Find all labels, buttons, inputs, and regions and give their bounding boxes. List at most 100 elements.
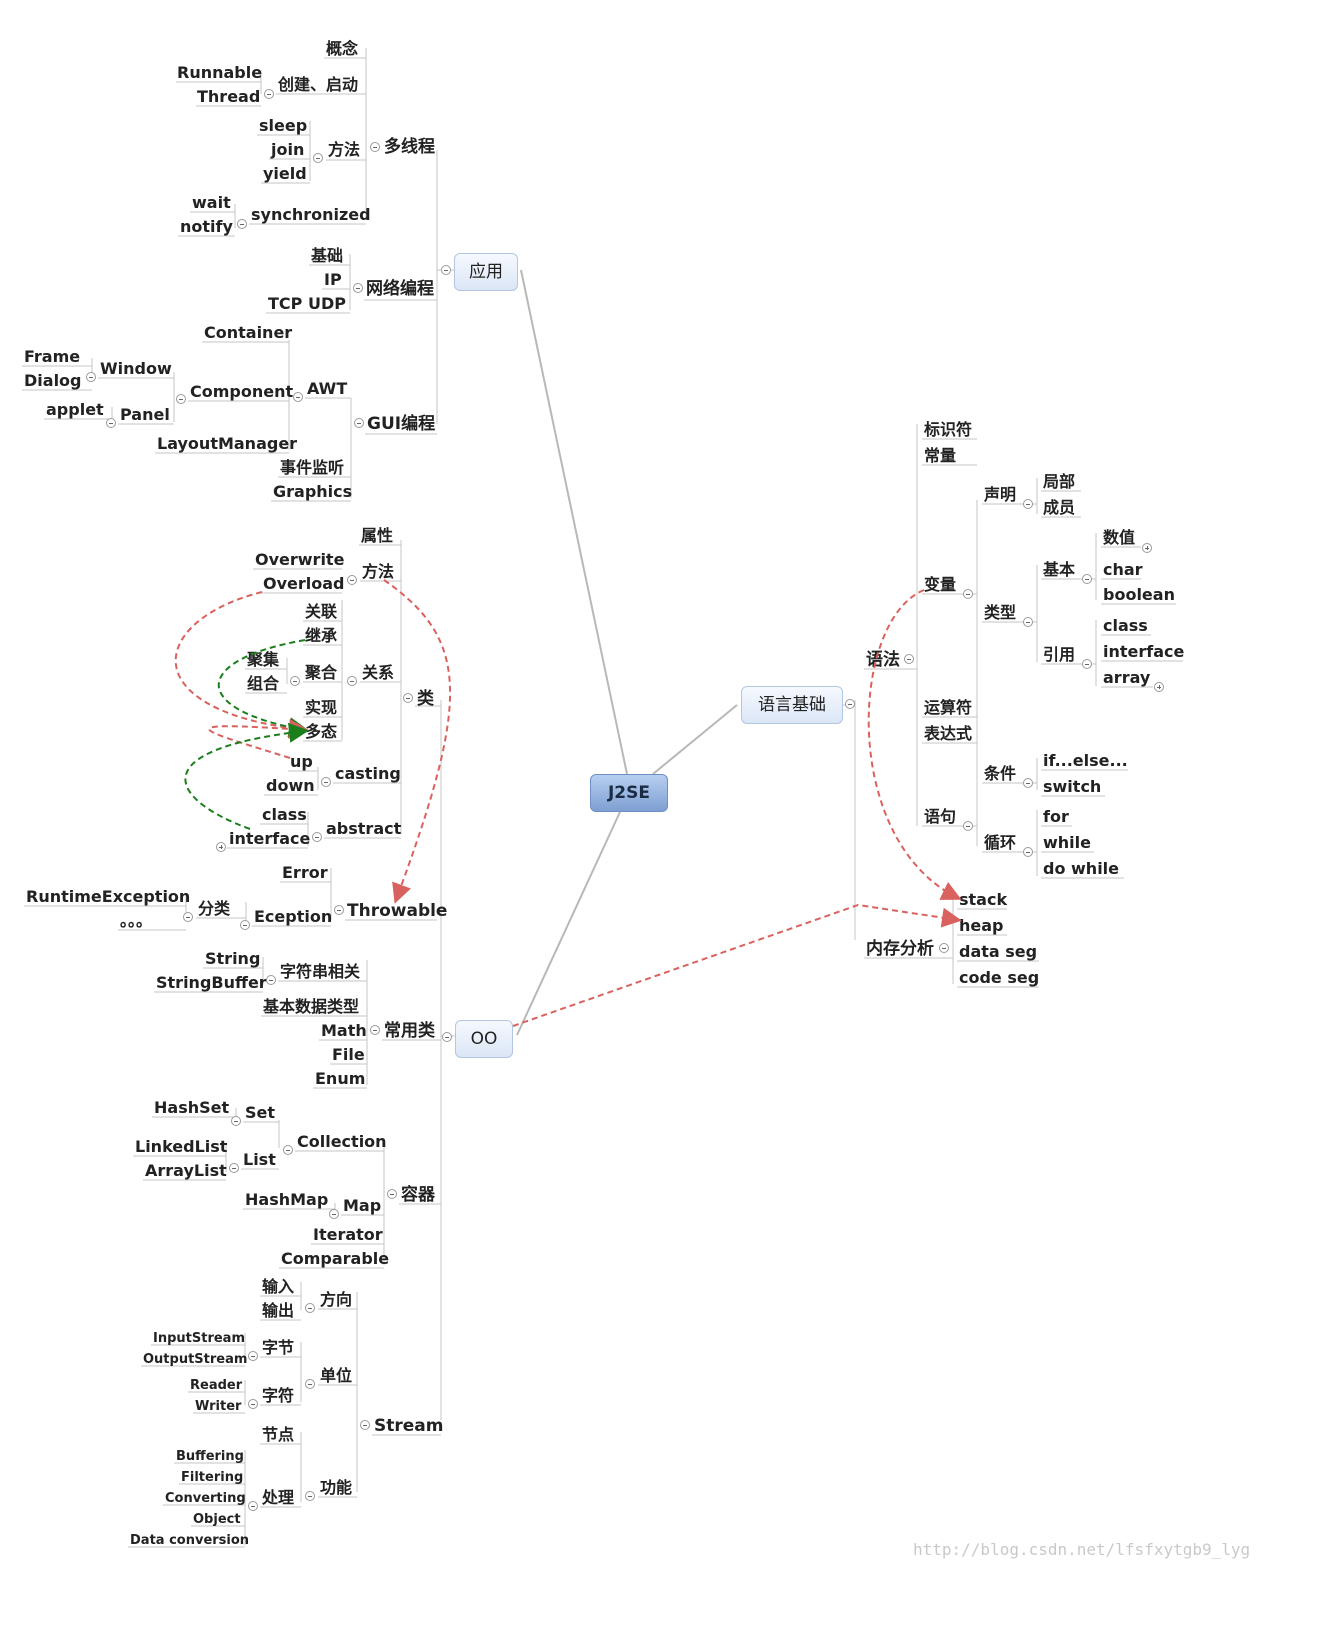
node-wait[interactable]: wait	[192, 193, 231, 212]
node-collection[interactable]: Collection	[297, 1132, 387, 1151]
node-arraylist[interactable]: ArrayList	[145, 1161, 227, 1180]
collapse-toggle-relation[interactable]	[347, 676, 357, 686]
collapse-toggle-stream[interactable]	[360, 1420, 370, 1430]
branch-language-basics[interactable]: 语言基础	[741, 686, 843, 724]
node-runnable[interactable]: Runnable	[177, 63, 263, 82]
node-math[interactable]: Math	[321, 1021, 367, 1040]
node-primitive-types[interactable]: 基本数据类型	[263, 997, 360, 1016]
collapse-toggle-statement[interactable]	[963, 821, 973, 831]
collapse-toggle-casting[interactable]	[321, 777, 331, 787]
node-abstract-class[interactable]: class	[262, 805, 307, 824]
node-polymorphism[interactable]: 多态	[305, 722, 338, 741]
node-downcast[interactable]: down	[266, 776, 315, 795]
node-direction[interactable]: 方向	[320, 1290, 353, 1309]
node-reference[interactable]: 引用	[1043, 645, 1076, 664]
node-ip[interactable]: IP	[324, 270, 342, 289]
node-while[interactable]: while	[1043, 833, 1091, 852]
node-linkedlist[interactable]: LinkedList	[135, 1137, 228, 1156]
node-buffering[interactable]: Buffering	[176, 1449, 244, 1464]
node-array-type[interactable]: array	[1103, 668, 1151, 687]
node-applet[interactable]: applet	[46, 400, 104, 419]
node-window[interactable]: Window	[100, 359, 172, 378]
node-object-stream[interactable]: Object	[193, 1512, 241, 1527]
node-switch[interactable]: switch	[1043, 777, 1102, 796]
node-stringbuffer[interactable]: StringBuffer	[156, 973, 267, 992]
node-for[interactable]: for	[1043, 807, 1069, 826]
node-dialog[interactable]: Dialog	[24, 371, 82, 390]
collapse-toggle-function[interactable]	[305, 1491, 315, 1501]
node-upcast[interactable]: up	[290, 752, 313, 771]
node-if-else[interactable]: if...else...	[1043, 751, 1128, 770]
node-process-stream[interactable]: 处理	[262, 1488, 295, 1507]
collapse-toggle-window[interactable]	[86, 372, 96, 382]
node-network-programming[interactable]: 网络编程	[366, 279, 434, 299]
collapse-toggle-map[interactable]	[329, 1209, 339, 1219]
node-comparable[interactable]: Comparable	[281, 1249, 390, 1268]
collapse-toggle-char-stream[interactable]	[248, 1399, 258, 1409]
node-hashset[interactable]: HashSet	[154, 1098, 230, 1117]
node-graphics[interactable]: Graphics	[273, 482, 353, 501]
node-writer[interactable]: Writer	[195, 1399, 242, 1414]
collapse-toggle-set[interactable]	[231, 1116, 241, 1126]
node-byte[interactable]: 字节	[262, 1338, 295, 1357]
node-exception-category[interactable]: 分类	[198, 899, 231, 918]
collapse-toggle-component[interactable]	[176, 394, 186, 404]
node-list[interactable]: List	[243, 1150, 276, 1169]
node-input[interactable]: 输入	[262, 1277, 295, 1296]
collapse-toggle-panel[interactable]	[106, 418, 116, 428]
node-awt-container[interactable]: Container	[204, 323, 293, 342]
node-condition[interactable]: 条件	[984, 764, 1017, 783]
collapse-toggle-byte[interactable]	[248, 1351, 258, 1361]
node-identifier[interactable]: 标识符	[924, 420, 973, 439]
node-inputstream[interactable]: InputStream	[153, 1331, 245, 1346]
node-runtime-exception[interactable]: RuntimeException	[26, 887, 191, 906]
collapse-toggle-list[interactable]	[229, 1163, 239, 1173]
node-variable[interactable]: 变量	[924, 575, 957, 594]
collapse-toggle-memory[interactable]	[939, 943, 949, 953]
collapse-toggle-thread-create[interactable]	[264, 89, 274, 99]
expand-toggle-interface[interactable]	[216, 842, 226, 852]
node-collections-container[interactable]: 容器	[401, 1185, 435, 1205]
node-frame[interactable]: Frame	[24, 347, 81, 366]
node-implementation[interactable]: 实现	[305, 698, 338, 717]
collapse-toggle-common[interactable]	[370, 1025, 380, 1035]
node-set[interactable]: Set	[245, 1103, 276, 1122]
node-throwable[interactable]: Throwable	[347, 901, 448, 921]
node-string-related[interactable]: 字符串相关	[280, 962, 361, 981]
collapse-toggle-reference[interactable]	[1082, 659, 1092, 669]
node-operator[interactable]: 运算符	[924, 698, 973, 717]
node-data-seg[interactable]: data seg	[959, 942, 1038, 961]
collapse-toggle-string-related[interactable]	[266, 975, 276, 985]
node-node-stream[interactable]: 节点	[262, 1425, 295, 1444]
node-overload[interactable]: Overload	[263, 574, 345, 593]
collapse-toggle-exception[interactable]	[240, 920, 250, 930]
node-layout-manager[interactable]: LayoutManager	[157, 434, 298, 453]
node-tcp-udp[interactable]: TCP UDP	[268, 294, 346, 313]
node-memory-analysis[interactable]: 内存分析	[866, 939, 934, 959]
node-thread-methods[interactable]: 方法	[328, 140, 361, 159]
node-function[interactable]: 功能	[320, 1478, 353, 1497]
node-stack[interactable]: stack	[959, 890, 1008, 909]
node-expression[interactable]: 表达式	[924, 724, 973, 743]
node-member[interactable]: 成员	[1043, 498, 1076, 517]
collapse-toggle-gui[interactable]	[354, 418, 364, 428]
node-reader[interactable]: Reader	[190, 1378, 243, 1393]
node-notify[interactable]: notify	[180, 217, 233, 236]
node-event-listener[interactable]: 事件监听	[280, 458, 345, 477]
node-attribute[interactable]: 属性	[361, 526, 394, 545]
collapse-toggle-class-method[interactable]	[347, 575, 357, 585]
node-file[interactable]: File	[332, 1045, 365, 1064]
node-exception-etc[interactable]: 。。。	[120, 911, 153, 930]
node-casting[interactable]: casting	[335, 764, 401, 783]
branch-oo[interactable]: OO	[455, 1020, 513, 1058]
node-heap[interactable]: heap	[959, 916, 1004, 935]
node-synchronized[interactable]: synchronized	[251, 205, 371, 224]
node-numeric[interactable]: 数值	[1103, 528, 1136, 547]
node-aggregation[interactable]: 聚合	[305, 663, 338, 682]
collapse-toggle-throwable[interactable]	[334, 905, 344, 915]
node-multithreading[interactable]: 多线程	[384, 137, 435, 157]
node-loop[interactable]: 循环	[984, 833, 1017, 852]
node-yield[interactable]: yield	[263, 164, 307, 183]
collapse-toggle-container[interactable]	[387, 1189, 397, 1199]
collapse-toggle-type[interactable]	[1023, 617, 1033, 627]
